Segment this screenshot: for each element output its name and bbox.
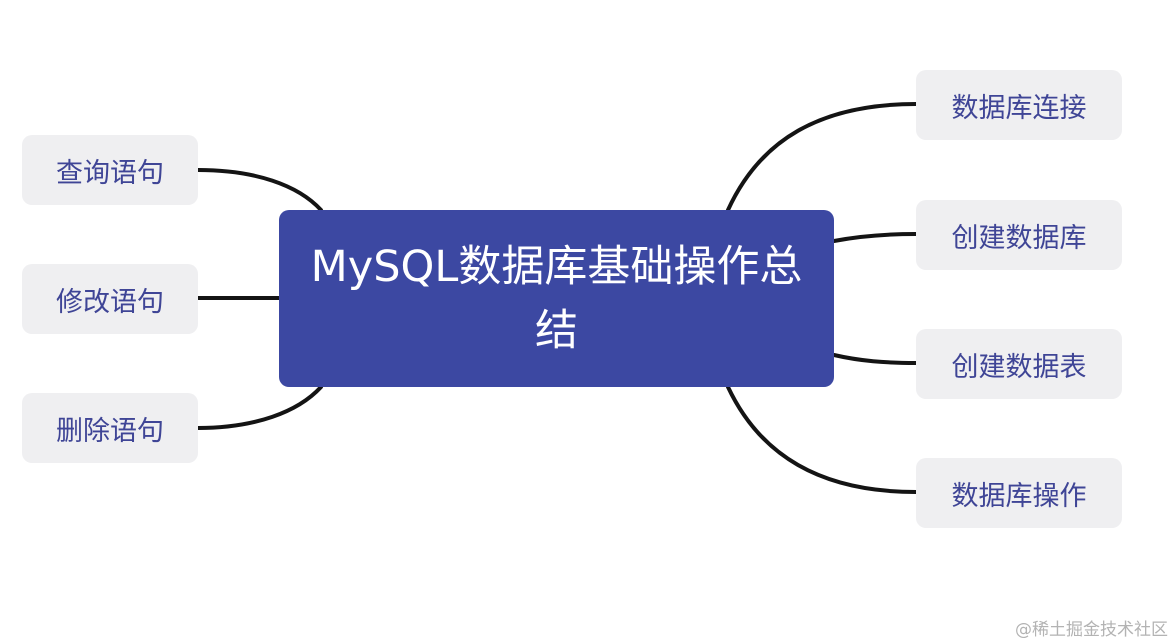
branch-node-query[interactable]: 查询语句: [22, 135, 198, 205]
connector-right-4: [726, 385, 918, 494]
branch-node-delete[interactable]: 删除语句: [22, 393, 198, 463]
branch-node-label: 查询语句: [56, 157, 164, 189]
branch-node-db-connection[interactable]: 数据库连接: [916, 70, 1122, 140]
central-topic-text: MySQL数据库基础操作总结: [310, 241, 803, 356]
central-topic[interactable]: MySQL数据库基础操作总结: [279, 210, 834, 387]
branch-node-create-database[interactable]: 创建数据库: [916, 200, 1122, 270]
branch-node-create-table[interactable]: 创建数据表: [916, 329, 1122, 399]
connector-left-1: [196, 168, 323, 212]
connector-right-2: [832, 232, 918, 243]
branch-node-db-operations[interactable]: 数据库操作: [916, 458, 1122, 528]
branch-node-label: 创建数据库: [951, 222, 1087, 254]
branch-node-label: 数据库连接: [951, 92, 1087, 124]
branch-node-label: 修改语句: [56, 286, 164, 318]
connector-left-3: [196, 385, 323, 430]
branch-node-label: 创建数据表: [951, 351, 1087, 383]
branch-node-label: 数据库操作: [951, 480, 1087, 512]
connector-right-1: [726, 102, 918, 212]
branch-node-label: 删除语句: [56, 415, 164, 447]
branch-node-update[interactable]: 修改语句: [22, 264, 198, 334]
connector-right-3: [832, 353, 918, 365]
watermark-text: @稀土掘金技术社区: [1015, 620, 1168, 640]
